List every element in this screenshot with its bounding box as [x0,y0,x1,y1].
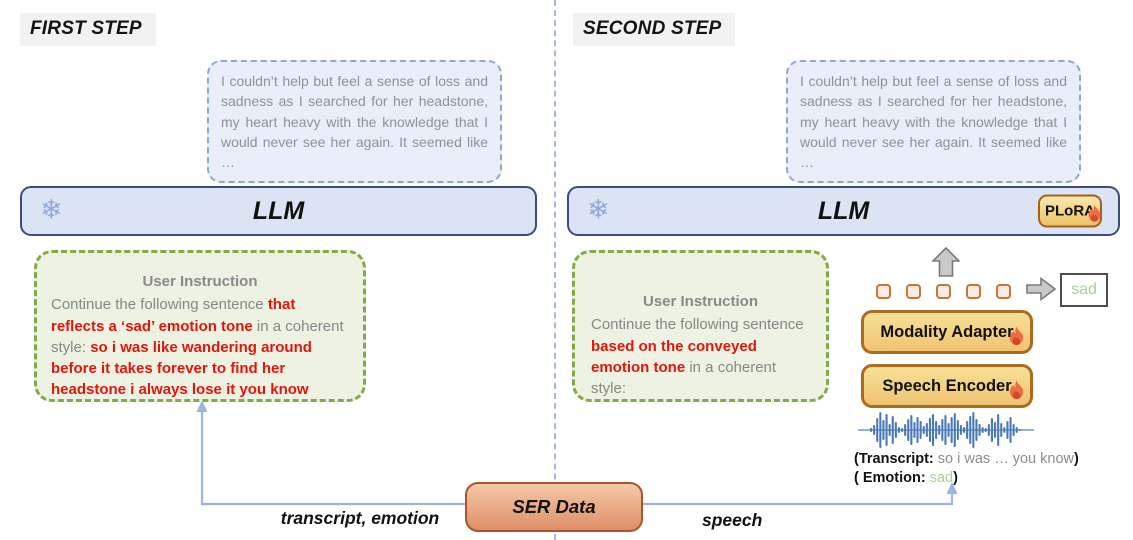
speech-encoder-label: Speech Encoder [882,376,1012,395]
first-step-label: FIRST STEP [20,13,156,46]
modality-adapter-label: Modality Adapter [880,322,1014,341]
transcript-value: so i was … you know [933,451,1074,467]
panel-divider [554,0,556,540]
up-arrow-icon [932,247,960,277]
speech-token [966,284,981,299]
speech-encoder-block: Speech Encoder [861,364,1033,408]
transcript-flow-line [200,410,465,506]
second-step-generated-text-bubble: I couldn’t help but feel a sense of loss… [786,60,1081,184]
plora-badge: PLoRA [1038,194,1102,228]
instruction-segment: Continue the following sentence [591,316,804,334]
speech-annotation: (Transcript: so i was … you know) ( Emot… [854,450,1079,487]
first-step-llm-block: ❄ LLM [20,186,537,236]
speech-token [936,284,951,299]
speech-flow-label: speech [702,510,763,530]
speech-token [906,284,921,299]
instruction-segment-emphasis: based on the conveyed emotion tone [591,337,757,376]
transcript-line: (Transcript: so i was … you know) [854,450,1079,469]
predicted-emotion-box: sad [1060,273,1108,307]
emotion-suffix: ) [953,469,958,486]
flame-icon [1088,205,1101,222]
first-step-instruction-text: Continue the following sentence that ref… [51,294,349,400]
ser-data-block: SER Data [465,482,643,532]
first-step-user-instruction-box: User Instruction Continue the following … [34,250,366,402]
first-step-instruction-title: User Instruction [142,273,258,290]
second-step-llm-label: LLM [817,196,870,225]
modality-adapter-block: Modality Adapter [861,310,1033,354]
first-step-llm-label: LLM [252,196,305,225]
right-arrow-icon [1026,277,1056,301]
second-step-instruction-text: Continue the following sentence based on… [591,314,810,399]
second-step-user-instruction-box: User Instruction Continue the following … [572,250,829,402]
emotion-line: ( Emotion: sad) [854,469,1079,488]
emotion-value: sad [925,469,954,486]
second-step-label: SECOND STEP [573,13,736,46]
second-step-instruction-title: User Instruction [642,293,759,310]
second-step-llm-block: ❄ LLM PLoRA [567,186,1120,236]
speech-flow-line [643,492,954,506]
instruction-segment: in a coherent style: [51,317,344,356]
transcript-suffix: ) [1074,451,1079,467]
transcript-emotion-flow-label: transcript, emotion [280,508,440,528]
flame-icon [1009,380,1024,400]
plora-label: PLoRA [1045,202,1095,220]
instruction-segment: Continue the following sentence [51,296,268,314]
speech-token-row [876,284,1011,299]
instruction-segment-emphasis: that reflects a ‘sad’ emotion tone [51,296,296,335]
snowflake-icon: ❄ [587,194,610,225]
speech-waveform [858,412,1034,448]
speech-token [876,284,891,299]
first-step-generated-text-bubble: I couldn’t help but feel a sense of loss… [207,60,502,184]
transcript-prefix: (Transcript: [854,451,934,467]
instruction-segment-transcript: so i was like wandering around before it… [51,338,312,399]
speech-token [996,284,1011,299]
flame-icon [1009,326,1024,346]
instruction-segment: in a coherent style: [591,358,777,398]
emotion-prefix: ( Emotion: [854,469,926,486]
snowflake-icon: ❄ [40,194,63,225]
